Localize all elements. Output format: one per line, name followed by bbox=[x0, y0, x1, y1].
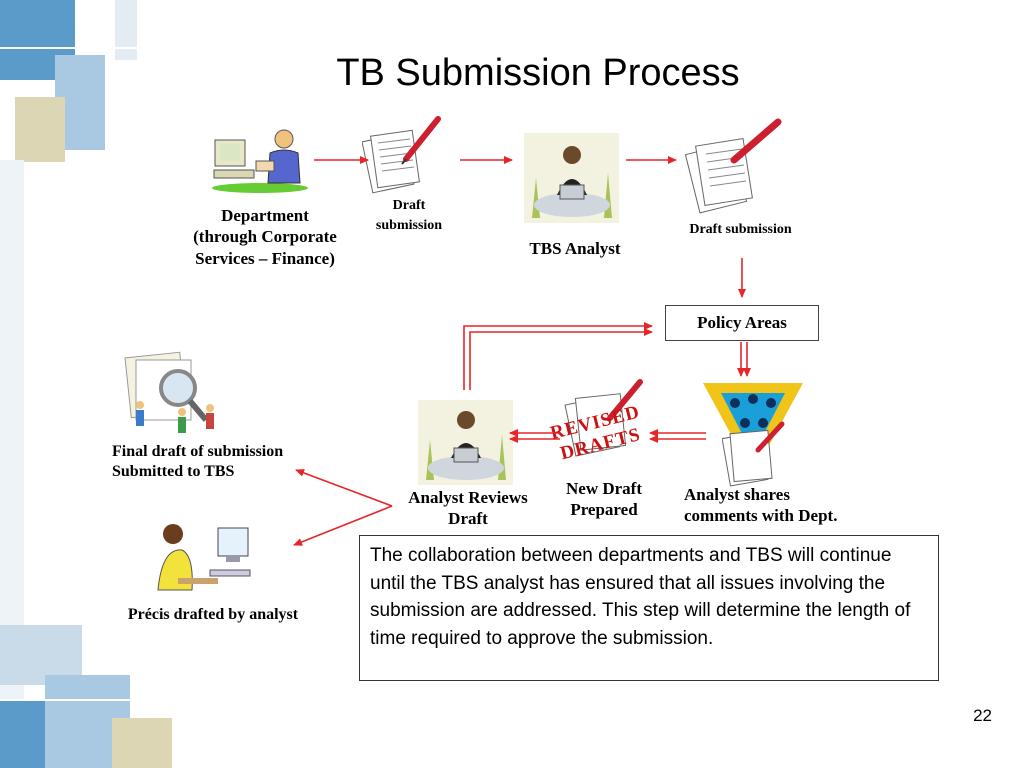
analyst-reviews-label: Analyst Reviews Draft bbox=[388, 487, 548, 530]
department-label: Department (through Corporate Services –… bbox=[175, 205, 355, 269]
analyst-reviews-line-2: Draft bbox=[448, 509, 488, 529]
department-line-1: Department bbox=[221, 206, 309, 225]
new-draft-label: New Draft Prepared bbox=[548, 478, 660, 521]
draft-submission-label-2: Draft submission bbox=[689, 222, 792, 237]
arrow-to-precis bbox=[293, 505, 393, 546]
slide-title: TB Submission Process bbox=[336, 52, 740, 94]
document-pen-icon bbox=[564, 379, 643, 457]
precis-label: Précis drafted by analyst bbox=[127, 606, 299, 623]
meeting-triangle-icon bbox=[703, 383, 803, 475]
policy-areas-label: Policy Areas bbox=[697, 313, 787, 332]
computer-user-icon bbox=[212, 129, 308, 193]
document-pen-icon bbox=[362, 116, 441, 194]
analyst-reviews-line-1: Analyst Reviews bbox=[408, 488, 528, 507]
background-decoration bbox=[0, 0, 190, 768]
final-draft-line-1: Final draft of submission bbox=[112, 443, 284, 460]
arrow-to-final-draft bbox=[295, 469, 393, 507]
page-number: 22 bbox=[973, 706, 992, 725]
document-pen-icon bbox=[722, 421, 785, 487]
analyst-shares-line-2: comments with Dept. bbox=[684, 506, 838, 526]
department-line-2: (through Corporate bbox=[193, 227, 337, 247]
analyst-shares-line-1: Analyst shares bbox=[684, 485, 790, 504]
final-draft-line-2: Submitted to TBS bbox=[112, 463, 235, 480]
arrow-loop-back-1 bbox=[463, 322, 653, 390]
new-draft-line-2: Prepared bbox=[570, 500, 638, 520]
collaboration-note: The collaboration between departments an… bbox=[359, 535, 939, 681]
tbs-analyst-label: TBS Analyst bbox=[529, 239, 621, 258]
woman-computer-icon bbox=[157, 524, 251, 591]
final-draft-label: Final draft of submission Submitted to T… bbox=[112, 442, 342, 482]
department-line-3: Services – Finance) bbox=[195, 248, 335, 268]
policy-areas-box: Policy Areas bbox=[665, 305, 819, 341]
new-draft-line-1: New Draft bbox=[566, 479, 642, 498]
magnifier-team-icon bbox=[124, 351, 214, 433]
document-pen-icon bbox=[684, 118, 782, 214]
draft1-line-1: Draft bbox=[392, 198, 426, 213]
draft1-line-2: submission bbox=[375, 217, 443, 233]
analyst-laptop-icon bbox=[418, 400, 513, 485]
draft-submission-label-1: Draft submission bbox=[359, 196, 459, 235]
arrow-loop-back-2 bbox=[469, 328, 653, 390]
analyst-shares-label: Analyst shares comments with Dept. bbox=[684, 484, 884, 527]
analyst-laptop-icon bbox=[524, 133, 619, 223]
